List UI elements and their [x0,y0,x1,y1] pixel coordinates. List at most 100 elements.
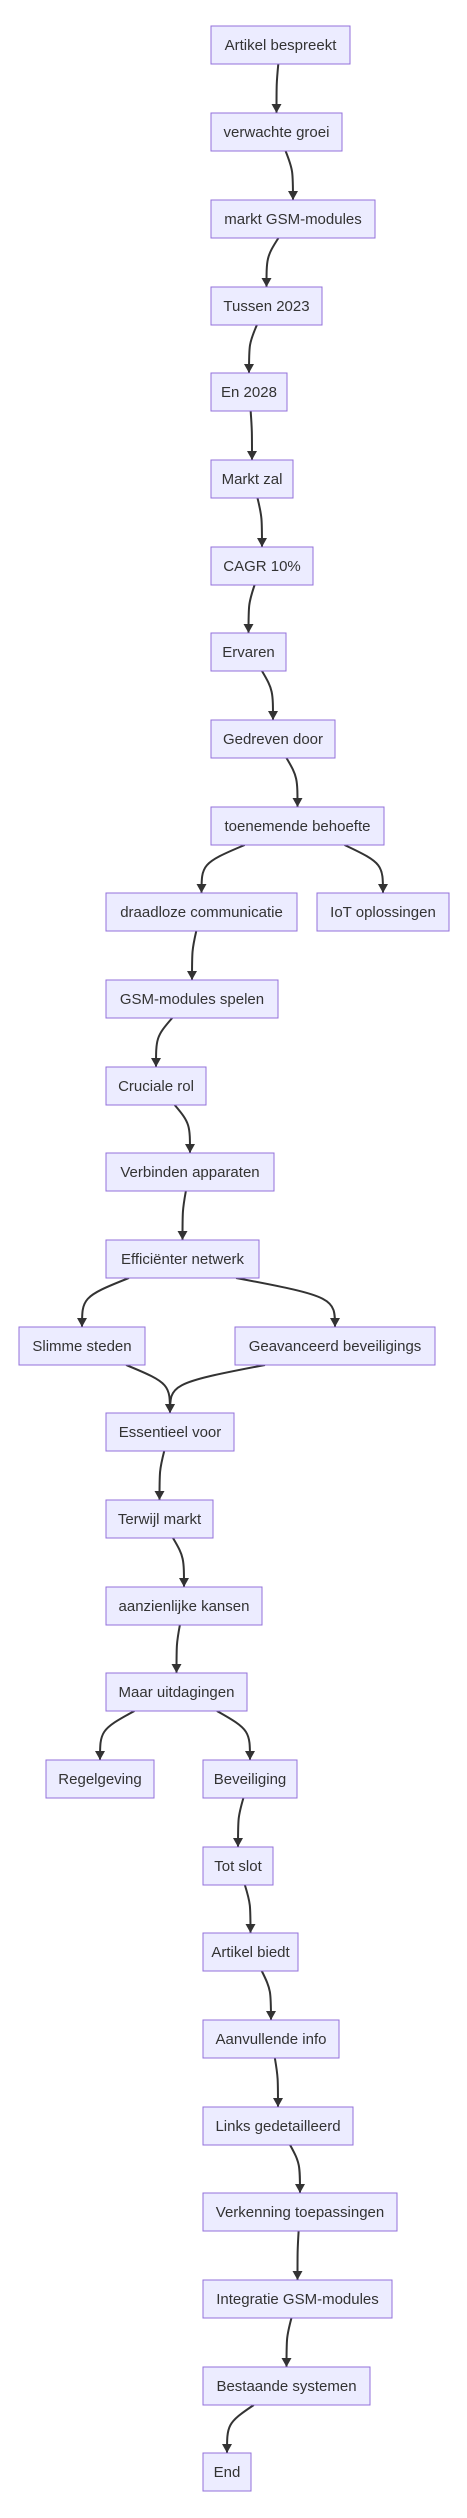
node-artikel-bespreekt: Artikel bespreekt [210,25,351,65]
edge-n22-n23 [99,1710,135,1761]
node-box [202,2019,340,2059]
node-label: Geavanceerd beveiligings [249,1338,422,1355]
node-verkenning-toepassingen: Verkenning toepassingen [202,2192,398,2232]
node-verwachte-groei: verwachte groei [210,112,343,152]
node-label: draadloze communicatie [120,904,283,921]
node-label: Artikel bespreekt [225,37,338,54]
node-label: Slimme steden [32,1338,131,1355]
node-label: GSM-modules spelen [120,991,264,1008]
node-label: Verkenning toepassingen [216,2204,384,2221]
node-en-2028: En 2028 [210,372,288,412]
node-label: En 2028 [221,384,277,401]
node-label: Cruciale rol [118,1078,194,1095]
node-geavanceerd-beveiligings: Geavanceerd beveiligings [234,1326,436,1366]
node-aanvullende-info: Aanvullende info [202,2019,340,2059]
node-terwijl-markt: Terwijl markt [105,1499,214,1539]
arrow-head [222,2444,232,2453]
node-maar-uitdagingen: Maar uitdagingen [105,1672,248,1712]
arrow-head [154,1491,165,1500]
node-box [105,1586,263,1626]
node-box [210,286,323,326]
node-box [210,25,351,65]
arrow-head [257,538,267,547]
edge-n17-n19 [125,1364,171,1414]
node-label: Tussen 2023 [223,298,309,315]
node-markt-gsm-modules: markt GSM-modules [210,199,376,239]
node-label: Integratie GSM-modules [216,2291,379,2308]
arrow-head [245,1751,255,1760]
arrow-head [165,1404,175,1413]
node-label: Links gedetailleerd [215,2118,340,2135]
node-label: Maar uitdagingen [119,1684,235,1701]
node-box [105,892,298,932]
node-box [202,2106,354,2146]
node-box [18,1326,146,1366]
arrow-head [268,711,278,720]
arrow-head [266,2011,276,2020]
node-box [202,2452,252,2492]
node-tussen-2023: Tussen 2023 [210,286,323,326]
node-label: Verbinden apparaten [120,1164,259,1181]
edge-n10-n12 [344,844,384,894]
node-box [202,1932,299,1972]
node-box [210,546,314,586]
node-box [210,806,385,846]
arrow-head [247,451,257,460]
node-box [234,1326,436,1366]
node-label: Bestaande systemen [216,2378,356,2395]
node-cruciale-rol: Cruciale rol [105,1066,207,1106]
arrow-head [295,2184,305,2193]
node-label: toenemende behoefte [225,818,371,835]
node-box [105,1672,248,1712]
node-links-gedetailleerd: Links gedetailleerd [202,2106,354,2146]
arrow-head [292,2271,303,2280]
arrow-head [95,1751,105,1760]
arrow-head [281,2358,292,2367]
node-label: Ervaren [222,644,275,661]
node-gsm-modules-spelen: GSM-modules spelen [105,979,279,1019]
node-end: End [202,2452,252,2492]
node-cagr-10: CAGR 10% [210,546,314,586]
arrow-head [179,1578,189,1587]
node-box [105,1412,235,1452]
node-artikel-biedt: Artikel biedt [202,1932,299,1972]
node-box [202,1759,298,1799]
arrow-head [378,884,388,893]
node-label: End [214,2464,241,2481]
node-bestaande-systemen: Bestaande systemen [202,2366,371,2406]
node-label: Terwijl markt [118,1511,202,1528]
node-label: aanzienlijke kansen [119,1598,250,1615]
arrow-head [196,884,207,893]
node-label: Markt zal [222,471,283,488]
node-box [45,1759,155,1799]
edge-n10-n11 [200,844,246,894]
node-box [202,2192,398,2232]
node-box [105,1499,214,1539]
edge-n18-n19 [169,1364,266,1414]
edges-layer [77,63,388,2454]
node-label: Gedreven door [223,731,323,748]
node-gedreven-door: Gedreven door [210,719,336,759]
node-label: CAGR 10% [223,558,301,575]
node-regelgeving: Regelgeving [45,1759,155,1799]
node-label: markt GSM-modules [224,211,362,228]
node-box [210,632,287,672]
node-label: Efficiënter netwerk [121,1251,245,1268]
arrow-head [273,2098,283,2107]
node-box [202,2279,393,2319]
node-box [105,1066,207,1106]
arrow-head [243,624,254,633]
node-label: Artikel biedt [211,1944,290,1961]
node-box [105,979,279,1019]
arrow-head [185,1144,195,1153]
arrow-head [330,1318,340,1327]
arrow-head [151,1058,161,1067]
node-markt-zal: Markt zal [210,459,294,499]
edge-n22-n24 [216,1710,251,1761]
edge-n16-n17 [81,1277,130,1328]
node-box [105,1152,275,1192]
nodes-layer: Artikel bespreekt verwachte groei markt GS… [18,25,450,2492]
node-box [210,112,343,152]
arrow-head [171,1664,182,1673]
